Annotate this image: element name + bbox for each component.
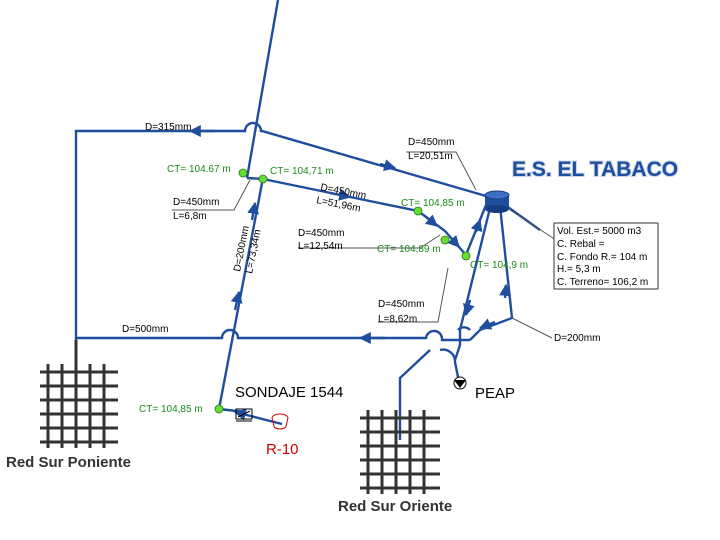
label-d500: D=500mm	[122, 324, 168, 335]
node-ct4	[440, 235, 450, 245]
label-mid-d: D=450mm	[298, 228, 344, 239]
node-ct6	[214, 404, 224, 414]
peap-label: PEAP	[475, 385, 515, 402]
sondaje-icon	[235, 408, 253, 422]
pipe-tank-right	[469, 205, 514, 341]
leader-diag-top	[406, 151, 477, 191]
arrow-diag-3	[447, 234, 460, 248]
grid-sur-oriente	[360, 410, 440, 494]
station-title: E.S. EL TABACO	[512, 158, 678, 181]
red-sur-oriente-label: Red Sur Oriente	[338, 498, 452, 515]
leader-mid	[298, 234, 441, 249]
elevation-ct4: CT= 104,89 m	[377, 244, 441, 255]
pipe-d500	[76, 328, 470, 342]
label-left-d: D=450mm	[173, 197, 219, 208]
label-d315: D=315mm	[145, 122, 191, 133]
tank-info-line: C. Fondo R.= 104 m	[557, 252, 647, 263]
leader-left	[172, 179, 251, 211]
tank-info-line: C. Terreno= 106,2 m	[557, 277, 648, 288]
label-left-l: L=6,8m	[173, 211, 207, 222]
pipe-peap-loop	[439, 348, 460, 378]
pipe-tank-down	[453, 207, 492, 361]
r10-symbol	[271, 413, 289, 430]
tank-icon	[484, 190, 510, 213]
leader-right	[511, 317, 553, 339]
arrow-tank-right	[499, 283, 512, 299]
label-diag-top-l: L=20,51m	[408, 151, 453, 162]
node-ct5	[461, 251, 471, 261]
elevation-ct2: CT= 104,71 m	[270, 166, 334, 177]
elevation-ct1: CT= 104.67 m	[167, 164, 231, 175]
tank-info-line: H.= 5,3 m	[557, 264, 601, 275]
arrow-vertical-1	[230, 290, 243, 311]
grid-sur-poniente	[40, 340, 118, 448]
leader-low	[378, 267, 449, 323]
leader-tank	[509, 209, 557, 241]
pipe-d315	[74, 121, 487, 340]
arrow-diag-2	[424, 214, 438, 227]
elevation-ct5: CT= 104,9 m	[470, 260, 528, 271]
arrow-vertical-2	[247, 201, 260, 221]
label-mid-l: L=12,54m	[298, 241, 343, 252]
tank-info-line: C. Rebal =	[557, 239, 605, 250]
arrow-tank-down	[462, 299, 475, 317]
label-low-d: D=450mm	[378, 299, 424, 310]
elevation-ct6: CT= 104,85 m	[139, 404, 203, 415]
arrow-diag-1	[329, 188, 352, 201]
node-ct2	[258, 174, 268, 184]
pipe-d450-diag	[262, 177, 488, 258]
red-sur-poniente-label: Red Sur Poniente	[6, 454, 131, 471]
pipe-north	[245, 0, 280, 179]
node-ct1	[238, 168, 248, 178]
peap-marker	[453, 376, 467, 390]
arrow-peap	[478, 318, 496, 330]
arrow-d315-right	[379, 159, 397, 172]
arrow-sondaje	[233, 408, 283, 426]
tank-info-line: Vol. Est.= 5000 m3	[557, 226, 642, 237]
elevation-ct3: CT= 104,85 m	[401, 198, 465, 209]
node-ct3	[413, 206, 423, 216]
r10-label: R-10	[266, 441, 299, 458]
tank-info-box: Vol. Est.= 5000 m3 C. Rebal = C. Fondo R…	[553, 222, 659, 290]
label-d200-right: D=200mm	[554, 333, 600, 344]
pipe-peap-loop2	[457, 326, 471, 331]
label-low-l: L=8,62m	[378, 314, 417, 325]
arrow-diag-4	[470, 218, 483, 233]
pipe-d200-vertical	[217, 177, 265, 410]
label-diag-top-d: D=450mm	[408, 137, 454, 148]
sondaje-label: SONDAJE 1544	[235, 384, 343, 401]
